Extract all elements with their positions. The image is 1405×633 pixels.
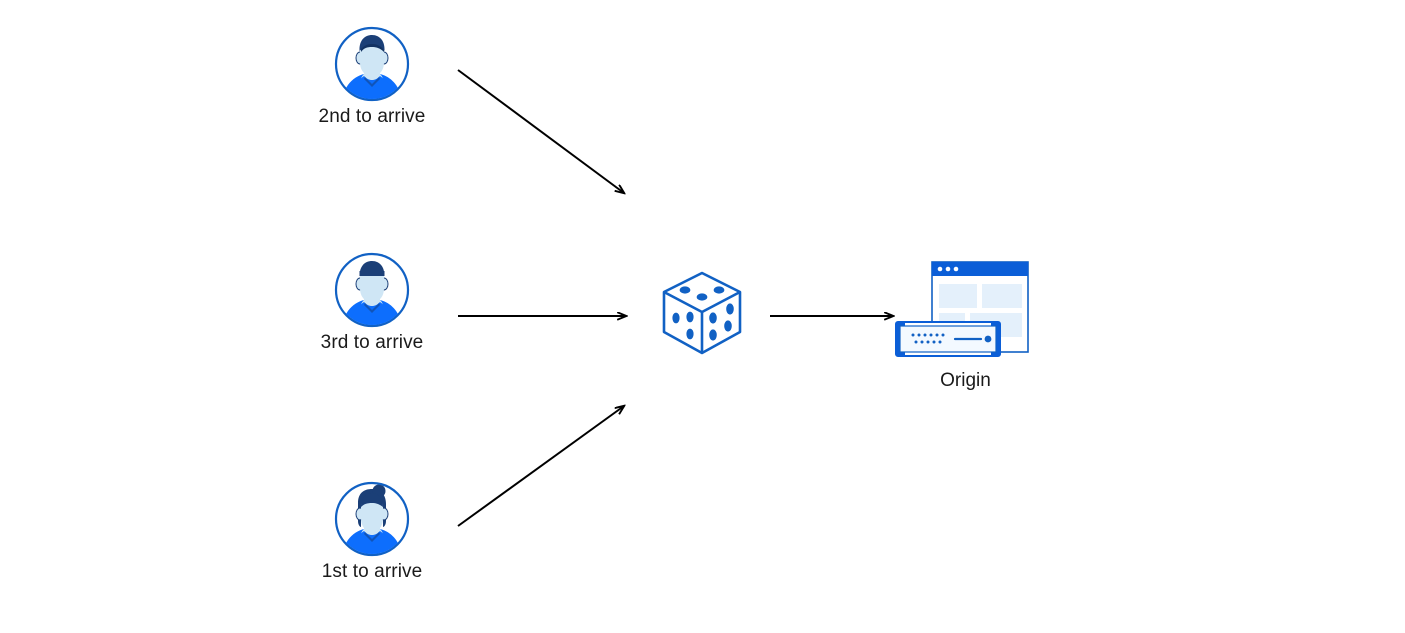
client-node-1st: 1st to arrive bbox=[322, 481, 422, 582]
client-label-2nd: 2nd to arrive bbox=[318, 106, 426, 127]
client-label-1st: 1st to arrive bbox=[321, 561, 423, 582]
client-label-3rd: 3rd to arrive bbox=[320, 332, 424, 353]
arrow-client-1st-to-dice bbox=[457, 406, 624, 527]
user-avatar-icon bbox=[334, 26, 410, 102]
client-node-2nd: 2nd to arrive bbox=[319, 26, 425, 127]
origin-node: Origin bbox=[893, 258, 1038, 391]
arrow-client-2nd-to-dice bbox=[457, 69, 624, 193]
origin-label: Origin bbox=[940, 370, 991, 391]
origin-server-icon bbox=[895, 261, 1029, 357]
dice-icon bbox=[660, 270, 744, 361]
user-avatar-icon bbox=[334, 481, 410, 557]
user-avatar-icon bbox=[334, 252, 410, 328]
client-node-3rd: 3rd to arrive bbox=[321, 252, 423, 353]
